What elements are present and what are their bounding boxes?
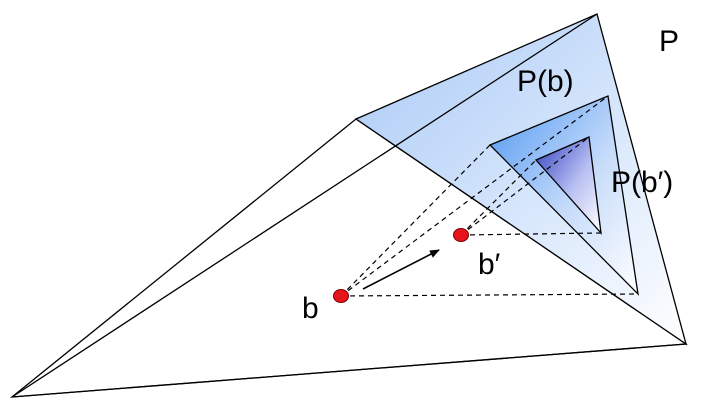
outer-edge-base	[11, 343, 687, 398]
outer-edge-front	[11, 13, 598, 398]
label-b: b	[302, 292, 319, 325]
move-arrow	[362, 249, 440, 290]
point-b-prime	[453, 228, 469, 242]
outer-upper-face	[354, 13, 688, 346]
polytope-pb-prime	[534, 136, 602, 235]
projection-lines-b	[340, 95, 639, 297]
label-p-of-b-prime: P(b′)	[611, 166, 674, 199]
point-b	[333, 289, 349, 303]
polytope-pb	[488, 95, 639, 296]
label-p-of-b: P(b)	[517, 65, 574, 98]
label-b-prime: b′	[478, 248, 501, 281]
label-p: P	[659, 25, 680, 58]
